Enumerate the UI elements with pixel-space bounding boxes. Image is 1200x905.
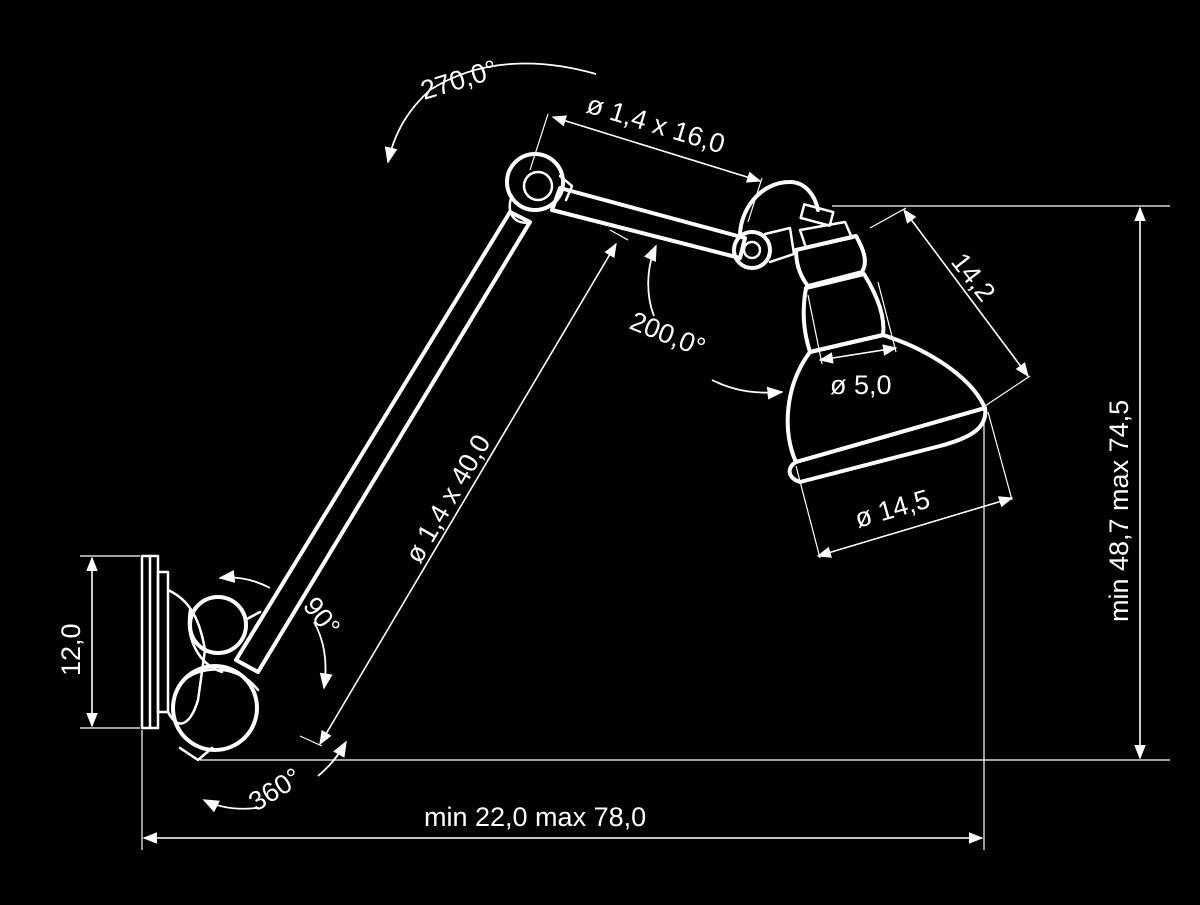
label-height-range: min 48,7 max 74,5 [1104, 400, 1134, 622]
arc-270 [384, 62, 597, 164]
upper-arm [550, 186, 747, 260]
label-angle-shade: 200,0° [626, 306, 710, 363]
label-shade-diameter: ø 14,5 [851, 484, 933, 534]
label-angle-top: 270,0° [417, 54, 501, 106]
dim-lower-arm [299, 229, 629, 747]
dim-base-height [80, 555, 140, 729]
base-joint [171, 595, 262, 762]
wall-bracket [140, 554, 207, 730]
dim-height [200, 205, 1170, 761]
label-angle-base: 90° [297, 591, 346, 642]
arc-360 [202, 740, 347, 813]
label-socket-diameter: ø 5,0 [830, 370, 892, 400]
label-lower-arm: ø 1,4 x 40,0 [399, 430, 496, 568]
label-width-range: min 22,0 max 78,0 [424, 802, 646, 832]
dim-socket [807, 281, 898, 365]
dim-width [141, 420, 985, 850]
arc-90 [218, 569, 333, 690]
arc-200 [644, 244, 784, 400]
label-base-height: 12,0 [56, 623, 86, 676]
shade-joint [732, 180, 820, 270]
dim-shade-diameter [795, 411, 1014, 559]
dim-shade-depth [869, 207, 1031, 407]
dim-upper-arm [529, 113, 763, 223]
